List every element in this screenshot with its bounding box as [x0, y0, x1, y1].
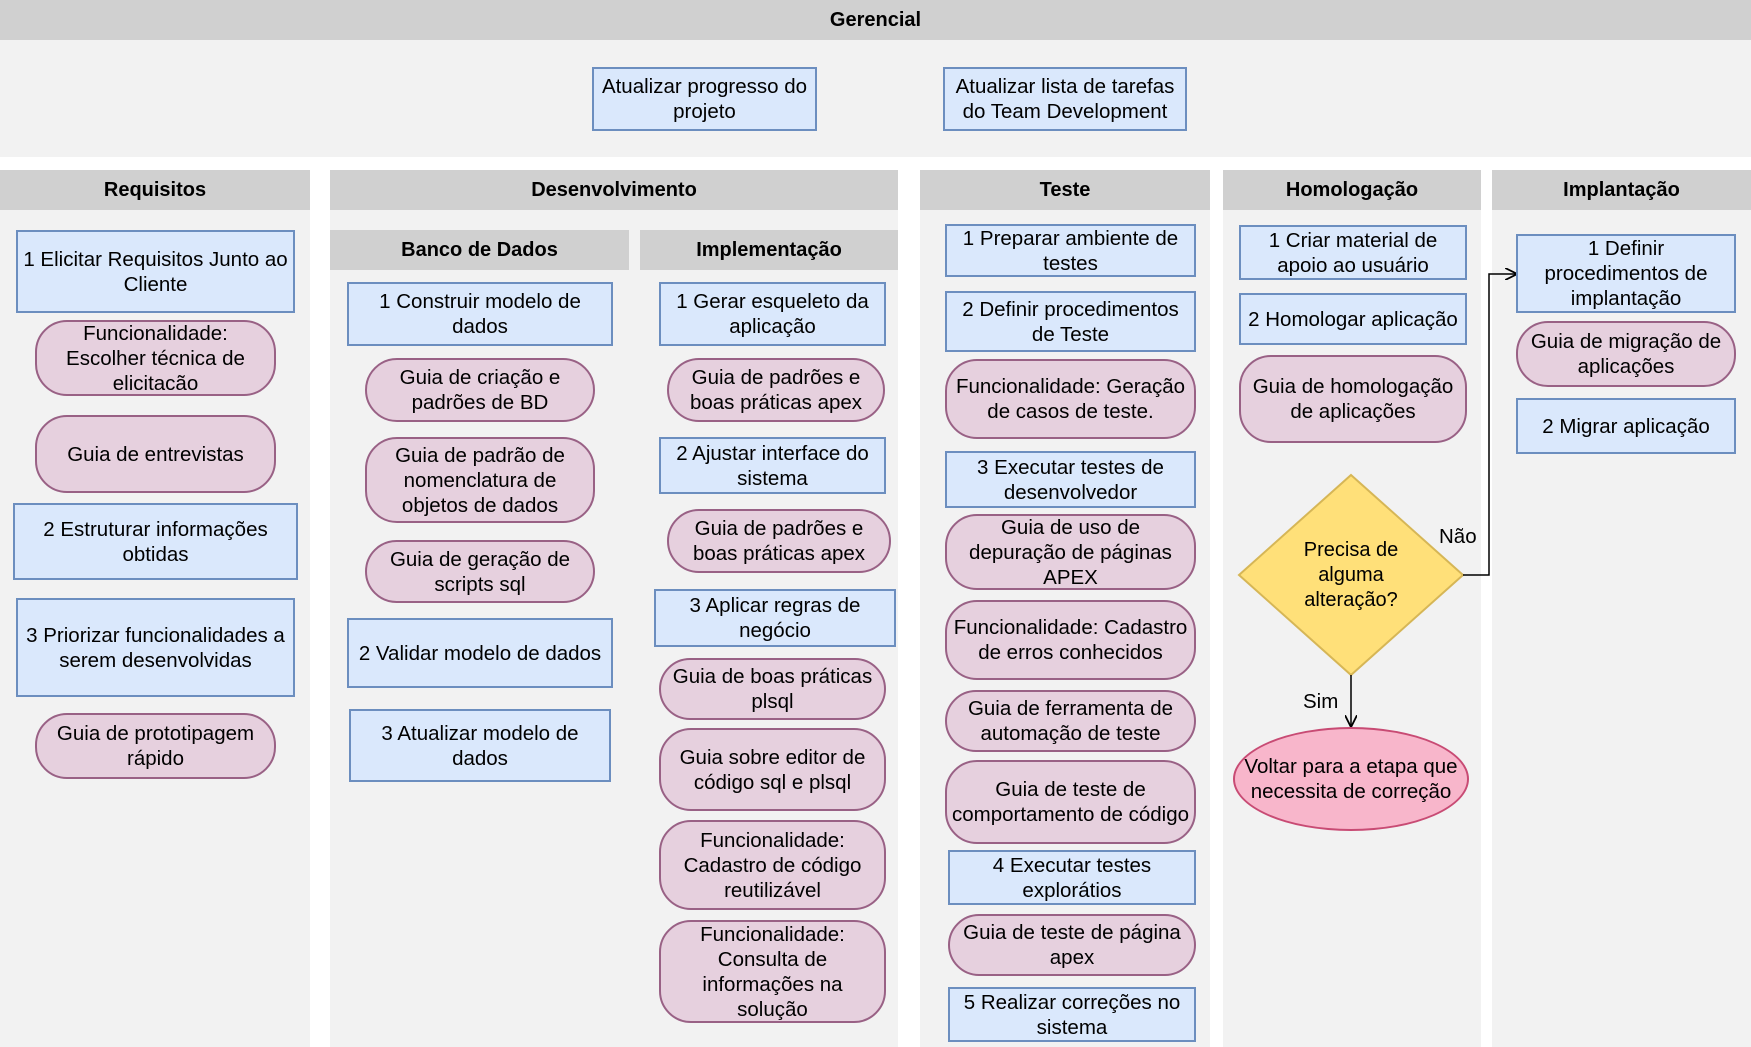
task-atualizar-progresso[interactable]: Atualizar progresso do projeto	[592, 67, 817, 131]
homologacao-header: Homologação	[1223, 170, 1481, 210]
banco-dados-header: Banco de Dados	[330, 230, 629, 270]
yes-label: Sim	[1303, 690, 1339, 713]
task-executar-testes-dev[interactable]: 3 Executar testes de desenvolvedor	[945, 451, 1196, 508]
guide-funcionalidade-tecnica-elicitacao[interactable]: Funcionalidade: Escolher técnica de elic…	[35, 320, 276, 396]
guide-nomenclatura[interactable]: Guia de padrão de nomenclatura de objeto…	[365, 437, 595, 523]
task-migrar-aplicacao[interactable]: 2 Migrar aplicação	[1516, 398, 1736, 454]
task-validar-modelo[interactable]: 2 Validar modelo de dados	[347, 618, 613, 688]
guide-padroes-apex-1[interactable]: Guia de padrões e boas práticas apex	[667, 358, 885, 422]
guide-comportamento-codigo[interactable]: Guia de teste de comportamento de código	[945, 760, 1196, 844]
task-gerar-esqueleto[interactable]: 1 Gerar esqueleto da aplicação	[659, 282, 886, 346]
requisitos-header: Requisitos	[0, 170, 310, 210]
correction-end-node[interactable]: Voltar para a etapa que necessita de cor…	[1233, 727, 1469, 831]
guide-boas-praticas-plsql[interactable]: Guia de boas práticas plsql	[659, 658, 886, 720]
no-label: Não	[1439, 525, 1477, 548]
task-atualizar-modelo[interactable]: 3 Atualizar modelo de dados	[349, 709, 611, 782]
guide-criacao-padroes-bd[interactable]: Guia de criação e padrões de BD	[365, 358, 595, 422]
guide-entrevistas[interactable]: Guia de entrevistas	[35, 415, 276, 493]
task-estruturar-informacoes[interactable]: 2 Estruturar informações obtidas	[13, 503, 298, 580]
task-testes-exploratorios[interactable]: 4 Executar testes explorátios	[948, 850, 1196, 905]
task-definir-procedimentos-implantacao[interactable]: 1 Definir procedimentos de implantação	[1516, 234, 1736, 313]
implantacao-header: Implantação	[1492, 170, 1751, 210]
guide-depuracao-apex[interactable]: Guia de uso de depuração de páginas APEX	[945, 514, 1196, 590]
implantacao-lane	[1492, 170, 1751, 1047]
guide-cadastro-erros[interactable]: Funcionalidade: Cadastro de erros conhec…	[945, 600, 1196, 680]
task-homologar-aplicacao[interactable]: 2 Homologar aplicação	[1239, 293, 1467, 345]
task-realizar-correcoes[interactable]: 5 Realizar correções no sistema	[948, 987, 1196, 1042]
guide-editor-codigo[interactable]: Guia sobre editor de código sql e plsql	[659, 728, 886, 811]
task-atualizar-lista[interactable]: Atualizar lista de tarefas do Team Devel…	[943, 67, 1187, 131]
guide-homologacao-aplicacoes[interactable]: Guia de homologação de aplicações	[1239, 355, 1467, 443]
task-construir-modelo[interactable]: 1 Construir modelo de dados	[347, 282, 613, 346]
task-definir-procedimentos-teste[interactable]: 2 Definir procedimentos de Teste	[945, 291, 1196, 352]
task-preparar-ambiente[interactable]: 1 Preparar ambiente de testes	[945, 224, 1196, 277]
guide-scripts-sql[interactable]: Guia de geração de scripts sql	[365, 540, 595, 603]
guide-cadastro-codigo[interactable]: Funcionalidade: Cadastro de código reuti…	[659, 820, 886, 910]
implementacao-header: Implementação	[640, 230, 898, 270]
task-priorizar-funcionalidades[interactable]: 3 Priorizar funcionalidades a serem dese…	[16, 598, 295, 697]
guide-consulta-informacoes[interactable]: Funcionalidade: Consulta de informações …	[659, 920, 886, 1023]
decision-label: Precisa de alguma alteração?	[1303, 538, 1399, 611]
guide-teste-pagina-apex[interactable]: Guia de teste de página apex	[948, 914, 1196, 976]
task-ajustar-interface[interactable]: 2 Ajustar interface do sistema	[659, 437, 886, 494]
task-criar-material-apoio[interactable]: 1 Criar material de apoio ao usuário	[1239, 225, 1467, 280]
guide-prototipagem[interactable]: Guia de prototipagem rápido	[35, 713, 276, 779]
task-aplicar-regras[interactable]: 3 Aplicar regras de negócio	[654, 589, 896, 647]
guide-migracao-aplicacoes[interactable]: Guia de migração de aplicações	[1516, 321, 1736, 387]
gerencial-header: Gerencial	[0, 0, 1751, 40]
teste-header: Teste	[920, 170, 1210, 210]
guide-padroes-apex-2[interactable]: Guia de padrões e boas práticas apex	[667, 509, 891, 573]
guide-automacao-teste[interactable]: Guia de ferramenta de automação de teste	[945, 690, 1196, 752]
no-connector	[1463, 274, 1516, 576]
task-elicitar-requisitos[interactable]: 1 Elicitar Requisitos Junto ao Cliente	[16, 230, 295, 313]
desenvolvimento-header: Desenvolvimento	[330, 170, 898, 210]
guide-geracao-casos-teste[interactable]: Funcionalidade: Geração de casos de test…	[945, 359, 1196, 439]
